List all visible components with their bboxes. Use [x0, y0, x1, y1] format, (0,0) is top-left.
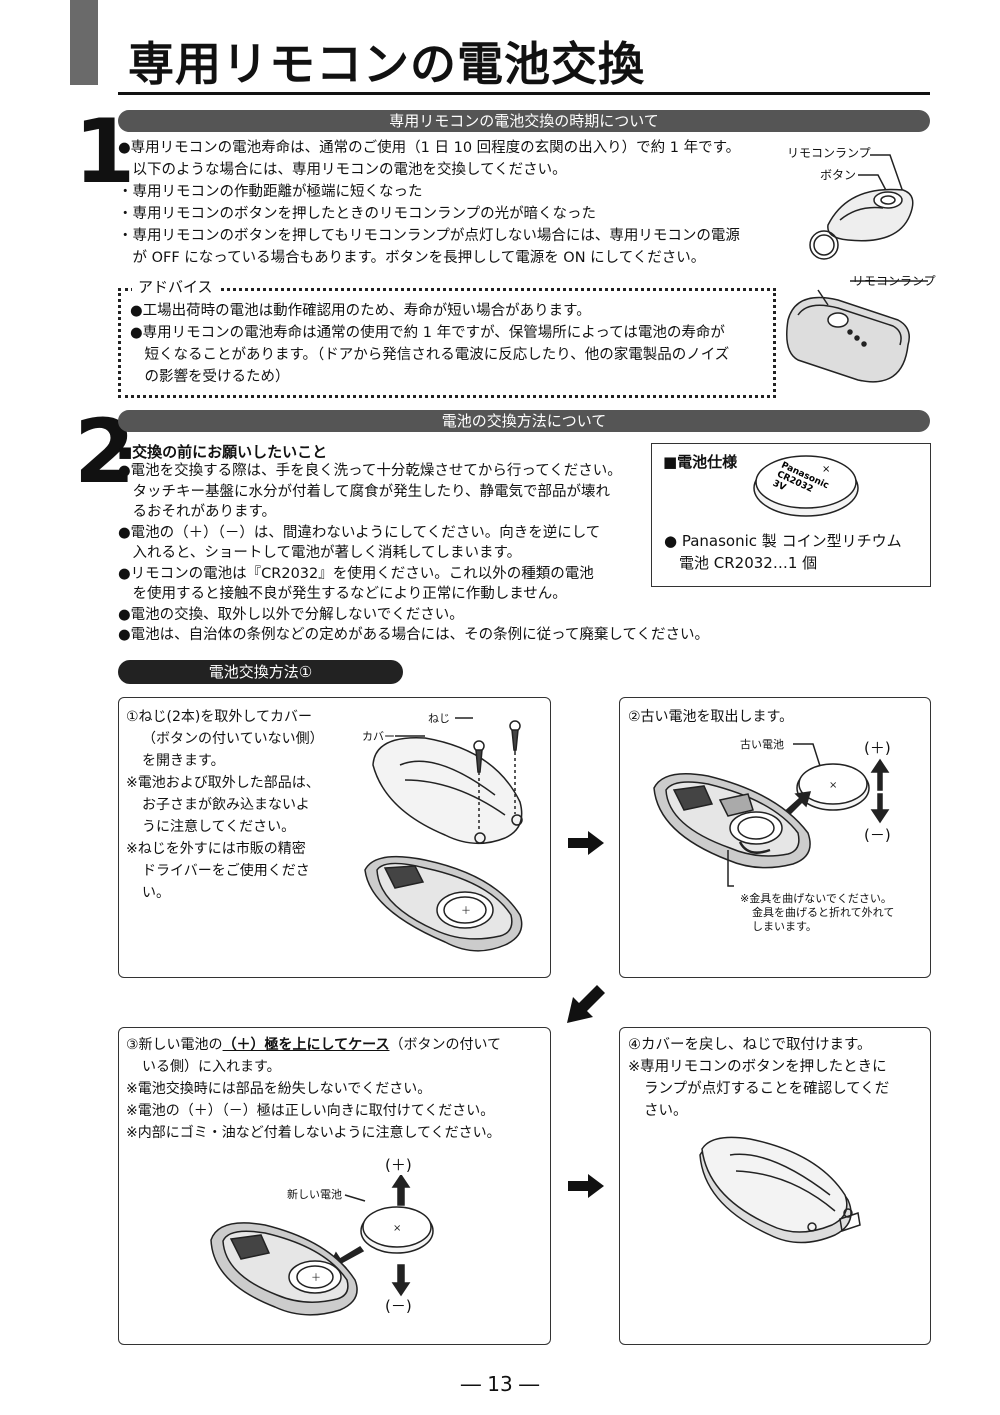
step-2-notes: ※金具を曲げないでください。 金具を曲げると折れて外れて しまいます。 [740, 892, 894, 934]
svg-text:×: × [822, 464, 830, 475]
advice-body: ●工場出荷時の電池は動作確認用のため、寿命が短い場合があります。 ●専用リモコン… [130, 300, 729, 388]
battery-spec-box [651, 443, 931, 587]
step-4-line: ④カバーを戻し、ねじで取付けます。 [628, 1037, 872, 1053]
step-1-line: ドライバーをご使用くださ [142, 863, 310, 879]
step-3-lead-text: （ボタンの付いて [389, 1037, 502, 1053]
section-2-line: ●電池を交換する際は、手を良く洗って十分乾燥させてから行ってください。 [118, 463, 622, 479]
battery-illustration: × Panasonic CR2032 3V [753, 455, 859, 517]
fig-label-lamp: リモコンランプ [852, 274, 936, 288]
remote-figure [786, 154, 928, 383]
page-title: 専用リモコンの電池交換 [128, 37, 645, 91]
page-number: ― 13 ― [460, 1372, 540, 1396]
section-1-line: ・専用リモコンのボタンを押したときのリモコンランプの光が暗くなった [118, 206, 597, 222]
section-1-line: が OFF になっている場合もあります。ボタンを長押しして電源を ON にしてく… [118, 250, 706, 266]
section-1-line: ●専用リモコンの電池寿命は、通常のご使用（1 日 10 回程度の玄関の出入り）で… [118, 140, 741, 156]
advice-line: 短くなることがあります。（ドアから発信される電波に反応したり、他の家電製品のノイ… [130, 347, 730, 363]
svg-text:＋: ＋ [461, 906, 471, 917]
method-pill: 電池交換方法① [118, 660, 403, 684]
section-2-line: ●電池の（＋）（－）は、間違わないようにしてください。向きを逆にして [118, 524, 601, 541]
step-1-line: を開きます。 [142, 753, 225, 769]
step-1-line: うに注意してください。 [142, 819, 296, 835]
step-1-line: ※ねじを外すには市販の精密 [126, 841, 306, 857]
section-2-line: るおそれがあります。 [118, 504, 277, 520]
step-2-line: ②古い電池を取出します。 [628, 709, 794, 725]
step-1-text: ①ねじ(2本)を取外してカバー （ボタンの付いていない側） を開きます。 ※電池… [126, 706, 324, 904]
step-1-line: い。 [142, 885, 170, 901]
step-4-illustration [699, 1136, 861, 1244]
svg-text:＋: ＋ [311, 1273, 321, 1284]
section-2-line: タッチキー基盤に水分が付着して腐食が発生したり、静電気で部品が壊れ [118, 483, 610, 500]
section-2-line: 入れると、ショートして電池が著しく消耗してしまいます。 [118, 545, 522, 561]
section-1-header: 専用リモコンの電池交換の時期について [118, 110, 930, 132]
section-2-subhead: ■交換の前にお願いしたいこと [118, 443, 328, 461]
battery-spec-line: ● Panasonic 製 コイン型リチウム [664, 532, 902, 550]
advice-box [118, 288, 776, 398]
arrow-right-icon [568, 831, 604, 855]
step-1-line: （ボタンの付いていない側） [142, 731, 324, 747]
step-1-line: ※電池および取外した部品は、 [126, 775, 320, 791]
section-1-line: ・専用リモコンのボタンを押してもリモコンランプが点灯しない場合には、専用リモコン… [118, 228, 740, 244]
section-1-body: ●専用リモコンの電池寿命は、通常のご使用（1 日 10 回程度の玄関の出入り）で… [118, 137, 740, 269]
section-2-line: ●リモコンの電池は『CR2032』を使用ください。これ以外の種類の電池 [118, 565, 594, 582]
battery-spec-line: 電池 CR2032…1 個 [664, 554, 818, 572]
step-4-line: ※専用リモコンのボタンを押したときに [628, 1059, 887, 1075]
section-2-line: ●電池は、自治体の条例などの定めがある場合には、その条例に従って廃棄してください… [118, 627, 710, 643]
step-3-lead: ③新しい電池の（＋）極を上にしてケース（ボタンの付いて [126, 1034, 501, 1056]
section-2-body: ●電池を交換する際は、手を良く洗って十分乾燥させてから行ってください。 タッチキ… [118, 461, 709, 646]
step-2-note: 金具を曲げると折れて外れて [752, 906, 895, 919]
section-1-line: ・専用リモコンの作動距離が極端に短くなった [118, 184, 423, 200]
arrow-right-icon [568, 1174, 604, 1198]
battery-spec-body: ● Panasonic 製 コイン型リチウム 電池 CR2032…1 個 [664, 530, 902, 574]
advice-line: ●専用リモコンの電池寿命は通常の使用で約 1 年ですが、保管場所によっては電池の… [130, 325, 725, 341]
step-4-panel [619, 1027, 931, 1345]
step-4-line: さい。 [644, 1103, 688, 1119]
label-cover: カバー [362, 730, 395, 743]
step-2-panel [619, 697, 931, 978]
advice-line: の影響を受けるため） [130, 369, 290, 385]
label-new-battery: 新しい電池 [287, 1188, 342, 1201]
step-2-note: ※金具を曲げないでください。 [740, 892, 892, 905]
polarity-plus: (＋) [864, 739, 891, 757]
polarity-minus: (－) [864, 826, 891, 844]
section-2-header: 電池の交換方法について [118, 410, 930, 432]
section-1-line: 以下のような場合には、専用リモコンの電池を交換してください。 [118, 162, 567, 178]
step-3-line: ※内部にゴミ・油など付着しないように注意してください。 [126, 1125, 501, 1141]
arrow-down-left-icon [567, 985, 605, 1023]
step-3-lead-text: ③新しい電池の [126, 1037, 223, 1053]
step-4-line: ランプが点灯することを確認してくだ [644, 1081, 890, 1097]
step-4-text: ④カバーを戻し、ねじで取付けます。 ※専用リモコンのボタンを押したときに ランプ… [628, 1034, 889, 1122]
title-accent-bar [70, 0, 98, 85]
step-3-line: ※電池交換時には部品を紛失しないでください。 [126, 1081, 432, 1097]
step-2-note: しまいます。 [752, 920, 817, 933]
label-screw: ねじ [428, 712, 450, 725]
fig-label-lamp: リモコンランプ [787, 146, 871, 160]
step-3-panel [118, 1027, 551, 1345]
advice-line: ●工場出荷時の電池は動作確認用のため、寿命が短い場合があります。 [130, 303, 591, 319]
step-3-line: ※電池の（＋）（－）極は正しい向きに取付けてください。 [126, 1103, 495, 1119]
fig-label-button: ボタン [820, 168, 857, 182]
step-1-line: ①ねじ(2本)を取外してカバー [126, 709, 312, 725]
label-old-battery: 古い電池 [740, 738, 784, 751]
battery-spec-title: ■電池仕様 [663, 453, 738, 471]
polarity-minus: (－) [385, 1297, 412, 1315]
advice-label: アドバイス [132, 276, 219, 297]
svg-text:×: × [393, 1223, 401, 1234]
step-2-illustration: × [653, 743, 890, 887]
title-rule [118, 92, 930, 95]
section-2-line: ●電池の交換、取外し以外で分解しないでください。 [118, 606, 464, 623]
step-3-line: いる側）に入れます。 [142, 1059, 281, 1075]
section-2-line: を使用すると接触不良が発生するなどにより正常に作動しません。 [118, 586, 567, 602]
step-1-illustration: ＋ [364, 717, 523, 952]
step-1-panel [118, 697, 551, 978]
step-3-emphasis: （＋）極を上にしてケース [222, 1037, 390, 1053]
polarity-plus: (＋) [385, 1156, 412, 1174]
step-1-line: お子さまが飲み込まないよ [142, 797, 310, 813]
step-3-illustration: × ＋ [210, 1175, 434, 1316]
svg-text:×: × [829, 780, 837, 791]
step-3-text: いる側）に入れます。 ※電池交換時には部品を紛失しないでください。 ※電池の（＋… [126, 1056, 501, 1144]
